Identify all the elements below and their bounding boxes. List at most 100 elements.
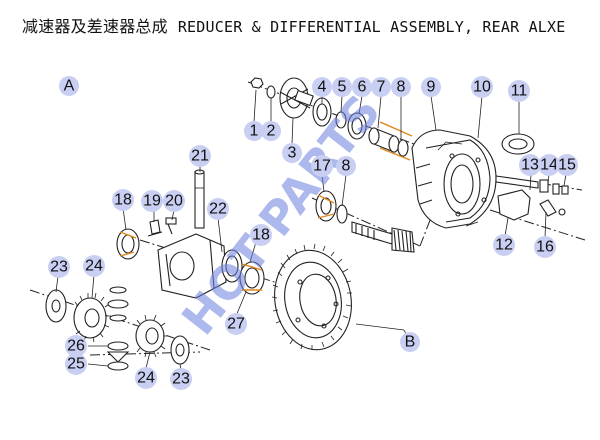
callout-circle bbox=[83, 255, 105, 277]
oil-seal bbox=[501, 133, 535, 155]
callout-21: 21 bbox=[189, 145, 211, 167]
callout-number: 24 bbox=[85, 258, 103, 275]
reference-label-b: B bbox=[400, 332, 420, 352]
callout-number: 15 bbox=[558, 157, 576, 174]
callout-11: 11 bbox=[508, 80, 530, 102]
leader-lines bbox=[55, 89, 567, 371]
callout-circle bbox=[282, 143, 302, 163]
callout-1: 1 bbox=[244, 121, 264, 141]
callout-number: 8 bbox=[397, 79, 406, 96]
callout-number: 21 bbox=[191, 148, 209, 165]
callout-number: 10 bbox=[473, 79, 491, 96]
page-title: 减速器及差速器总成 REDUCER & DIFFERENTIAL ASSEMBLY… bbox=[22, 13, 566, 37]
callout-circle bbox=[48, 256, 70, 278]
callout-number: 1 bbox=[250, 123, 259, 140]
callout-number: 14 bbox=[540, 157, 558, 174]
callout-24-second: 24 bbox=[135, 367, 157, 389]
callout-number: 3 bbox=[288, 145, 297, 162]
callout-number: 7 bbox=[377, 79, 386, 96]
callout-number: 23 bbox=[50, 259, 68, 276]
callout-number: 20 bbox=[165, 193, 183, 210]
callout-number: 23 bbox=[172, 371, 190, 388]
callout-circle bbox=[352, 77, 372, 97]
callout-circle bbox=[65, 335, 87, 357]
callout-8: 8 bbox=[391, 77, 411, 97]
callout-27: 27 bbox=[225, 313, 247, 335]
callout-number: 18 bbox=[252, 227, 270, 244]
callout-circle bbox=[250, 224, 272, 246]
callout-8-second: 8 bbox=[336, 156, 356, 176]
cross-pin-and-lock bbox=[147, 169, 205, 237]
callout-22: 22 bbox=[207, 198, 229, 220]
callout-circle bbox=[163, 190, 185, 212]
callout-26: 26 bbox=[65, 335, 87, 357]
callout-4: 4 bbox=[312, 77, 332, 97]
pinion-nut-and-flange bbox=[250, 77, 314, 119]
callout-number: 26 bbox=[67, 338, 85, 355]
callout-number: 24 bbox=[137, 370, 155, 387]
callout-circle bbox=[65, 353, 87, 375]
callout-2: 2 bbox=[261, 121, 281, 141]
ring-gear bbox=[271, 243, 352, 351]
callout-circle bbox=[421, 77, 441, 97]
reference-label-text: B bbox=[405, 334, 416, 351]
title-chinese: 减速器及差速器总成 bbox=[22, 17, 168, 36]
callout-number: 16 bbox=[536, 239, 554, 256]
section-label-a: A bbox=[59, 76, 79, 96]
callout-circle bbox=[141, 190, 163, 212]
callout-circle bbox=[135, 367, 157, 389]
callout-number: 8 bbox=[342, 158, 351, 175]
callout-13: 13 bbox=[519, 154, 541, 176]
callout-circle bbox=[493, 234, 515, 256]
callout-7: 7 bbox=[371, 77, 391, 97]
part-callouts: 1 2 3 4 5 6 7 8 9 10 11 12 13 14 15 16 1… bbox=[48, 76, 578, 390]
callout-circle bbox=[189, 145, 211, 167]
callout-15: 15 bbox=[556, 154, 578, 176]
callout-circle bbox=[336, 156, 356, 176]
callout-circle bbox=[391, 77, 411, 97]
callout-number: 11 bbox=[511, 83, 528, 100]
callout-circle bbox=[311, 155, 333, 177]
callout-circle bbox=[207, 198, 229, 220]
differential-case bbox=[116, 228, 265, 299]
callout-circle bbox=[519, 154, 541, 176]
callout-18-second: 18 bbox=[250, 224, 272, 246]
axle-housing-carrier bbox=[411, 129, 497, 229]
section-label-text: A bbox=[64, 78, 75, 95]
callout-number: 2 bbox=[267, 123, 276, 140]
callout-24: 24 bbox=[83, 255, 105, 277]
callout-12: 12 bbox=[493, 234, 515, 256]
callout-circle bbox=[538, 154, 560, 176]
callout-6: 6 bbox=[352, 77, 372, 97]
callout-number: 6 bbox=[358, 79, 367, 96]
callout-circle bbox=[312, 77, 332, 97]
callout-circle bbox=[534, 236, 556, 258]
callout-16: 16 bbox=[534, 236, 556, 258]
callout-23-second: 23 bbox=[170, 368, 192, 390]
side-gears-and-washers bbox=[45, 286, 190, 371]
callout-circle bbox=[261, 121, 281, 141]
callout-number: 4 bbox=[318, 79, 327, 96]
callout-number: 27 bbox=[227, 316, 245, 333]
callout-circle bbox=[170, 368, 192, 390]
callout-25: 25 bbox=[65, 353, 87, 375]
pinion-bearing-stack bbox=[312, 97, 413, 161]
title-english: REDUCER & DIFFERENTIAL ASSEMBLY, REAR AL… bbox=[177, 18, 566, 36]
callout-number: 18 bbox=[114, 192, 132, 209]
callout-5: 5 bbox=[332, 77, 352, 97]
callout-3: 3 bbox=[282, 143, 302, 163]
breather-bracket-assembly bbox=[495, 175, 569, 221]
callout-18: 18 bbox=[112, 189, 134, 211]
callout-number: 12 bbox=[495, 237, 513, 254]
callout-circle bbox=[244, 121, 264, 141]
callout-23: 23 bbox=[48, 256, 70, 278]
callout-number: 9 bbox=[427, 79, 436, 96]
callout-number: 13 bbox=[521, 157, 539, 174]
callout-circle bbox=[332, 77, 352, 97]
callout-number: 22 bbox=[209, 201, 227, 218]
callout-circle bbox=[556, 154, 578, 176]
callout-number: 25 bbox=[67, 356, 85, 373]
callout-circle bbox=[508, 80, 530, 102]
